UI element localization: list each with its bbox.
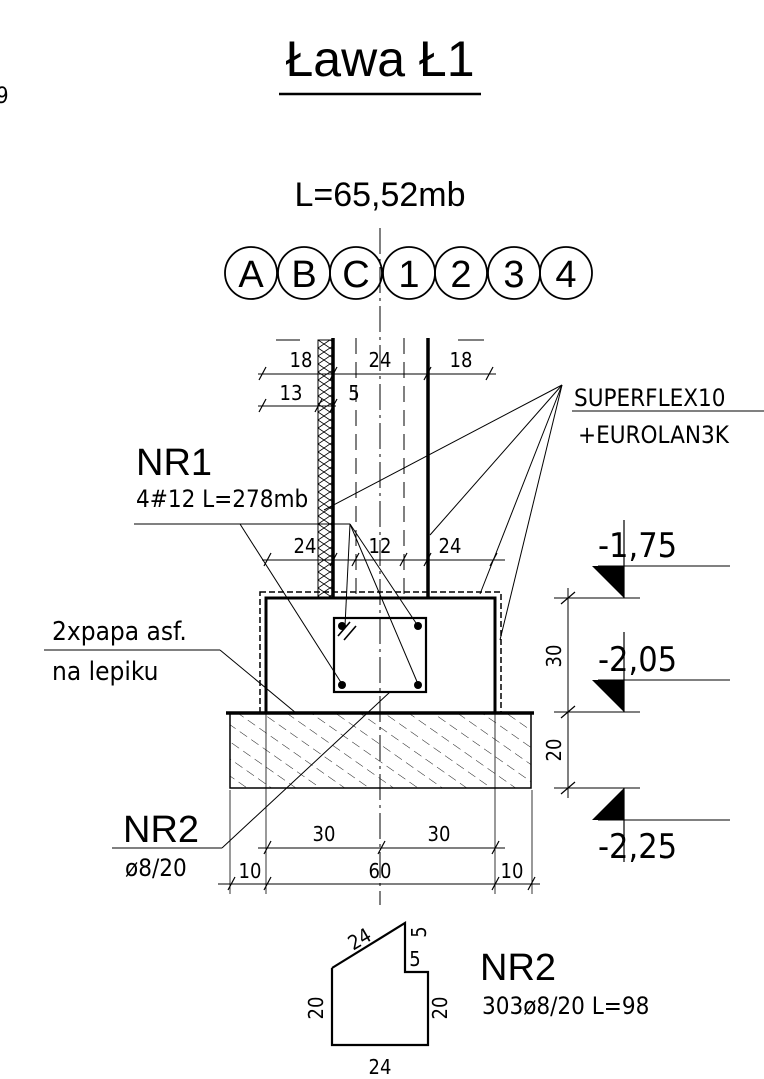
lower-wall-dimensions: 24 12 24 xyxy=(262,534,505,567)
stirrup-title: NR2 xyxy=(480,947,556,989)
rebar-bar xyxy=(414,681,422,689)
left-edge-text: 9 xyxy=(0,84,9,109)
length-label: L=65,52mb xyxy=(294,176,465,214)
papa-label-2: na lepiku xyxy=(52,657,158,687)
leader-line xyxy=(349,523,419,685)
lean-concrete-layer xyxy=(229,712,532,789)
leader-line xyxy=(349,523,419,627)
rebar-stirrup xyxy=(332,616,428,694)
stirrup-spec: 303ø8/20 L=98 xyxy=(482,992,649,1020)
axis-bubble-label: 1 xyxy=(398,254,419,296)
stirrup-dim-20-left: 20 xyxy=(304,997,328,1020)
leader-line xyxy=(323,384,563,511)
dim-insulation-5: 5 xyxy=(348,381,359,405)
level-marker: -2,25 xyxy=(554,787,730,867)
stirrup-dim-5-inner: 5 xyxy=(409,947,420,971)
leader-line xyxy=(429,384,563,536)
level-text: -2,05 xyxy=(598,640,677,680)
dim-insulation-13: 13 xyxy=(280,381,303,405)
dim-bottom-right-30: 30 xyxy=(428,822,451,846)
dim-height-30: 30 xyxy=(542,645,566,668)
axis-bubble-label: 4 xyxy=(555,254,576,296)
nr2-title: NR2 xyxy=(123,809,199,851)
waterproofing-callout: SUPERFLEX10 +EUROLAN3K xyxy=(323,384,764,641)
axis-bubble-label: 2 xyxy=(450,254,471,296)
rebar-hook xyxy=(337,621,351,637)
footing-outline xyxy=(264,596,497,715)
leader-line xyxy=(221,691,391,849)
stirrup-shape xyxy=(330,921,430,1047)
axis-bubble-1: 1 xyxy=(382,246,436,300)
level-marker: -2,05 xyxy=(554,632,730,713)
dim-bottom-left-30: 30 xyxy=(313,822,336,846)
stirrup-dim-24-top: 24 xyxy=(344,923,376,955)
dim-lower-left: 24 xyxy=(294,534,317,558)
leader-line xyxy=(219,649,297,714)
dim-top-wall-mid: 24 xyxy=(369,348,392,372)
axis-bubble-b: B xyxy=(277,246,331,300)
leader-line xyxy=(239,523,343,685)
bottom-dimensions: 30 30 60 10 10 xyxy=(218,714,540,894)
leader-line xyxy=(344,523,351,627)
axis-bubble-label: A xyxy=(238,254,264,296)
axis-bubble-label: C xyxy=(342,254,369,296)
rebar-bar xyxy=(338,681,346,689)
drawing-title: Ława Ł1 xyxy=(285,31,474,87)
dim-lower-right: 24 xyxy=(439,534,462,558)
nr1-spec: 4#12 L=278mb xyxy=(136,485,308,513)
leader-line xyxy=(499,384,563,641)
axis-bubble-label: 3 xyxy=(503,254,524,296)
top-dimensions: 18 24 18 13 5 xyxy=(258,339,496,413)
papa-label-1: 2xpapa asf. xyxy=(52,617,187,647)
levels: -1,75 -2,05 -2,25 30 20 xyxy=(542,520,730,867)
waterproofing-label-2: +EUROLAN3K xyxy=(578,421,730,449)
papa-callout: 2xpapa asf. na lepiku xyxy=(44,617,297,714)
axis-bubble-label: B xyxy=(291,254,316,296)
axis-bubbles: A B C 1 2 3 4 xyxy=(224,246,593,300)
leader-line xyxy=(479,384,563,595)
level-text: -1,75 xyxy=(598,526,677,566)
dim-bottom-left-10: 10 xyxy=(239,859,262,883)
dim-top-wall-left: 18 xyxy=(290,348,313,372)
dim-top-wall-right: 18 xyxy=(450,348,473,372)
dim-height-20: 20 xyxy=(542,739,566,762)
dim-bottom-60: 60 xyxy=(369,859,392,883)
dim-bottom-right-10: 10 xyxy=(501,859,524,883)
nr2-callout: NR2 ø8/20 xyxy=(112,691,391,882)
level-text: -2,25 xyxy=(598,827,677,867)
stirrup-dim-20-right: 20 xyxy=(428,997,452,1020)
stirrup-detail: 24 5 5 20 20 24 NR2 303ø8/20 L=98 xyxy=(304,921,649,1079)
nr1-title: NR1 xyxy=(136,442,212,484)
axis-bubble-4: 4 xyxy=(539,246,593,300)
axis-bubble-2: 2 xyxy=(434,246,488,300)
axis-bubble-3: 3 xyxy=(487,246,541,300)
nr1-callout: NR1 4#12 L=278mb xyxy=(134,442,419,685)
nr2-spec: ø8/20 xyxy=(125,854,187,882)
wall-insulation xyxy=(317,339,333,599)
waterproofing-label-1: SUPERFLEX10 xyxy=(574,384,726,412)
stirrup-dim-24-bottom: 24 xyxy=(369,1055,392,1079)
level-marker: -1,75 xyxy=(554,520,730,599)
axis-bubble-a: A xyxy=(224,246,278,300)
axis-bubble-c: C xyxy=(329,246,383,300)
rebar-hook xyxy=(343,625,357,641)
dim-lower-mid: 12 xyxy=(369,534,392,558)
stirrup-dim-5-top: 5 xyxy=(407,926,431,937)
